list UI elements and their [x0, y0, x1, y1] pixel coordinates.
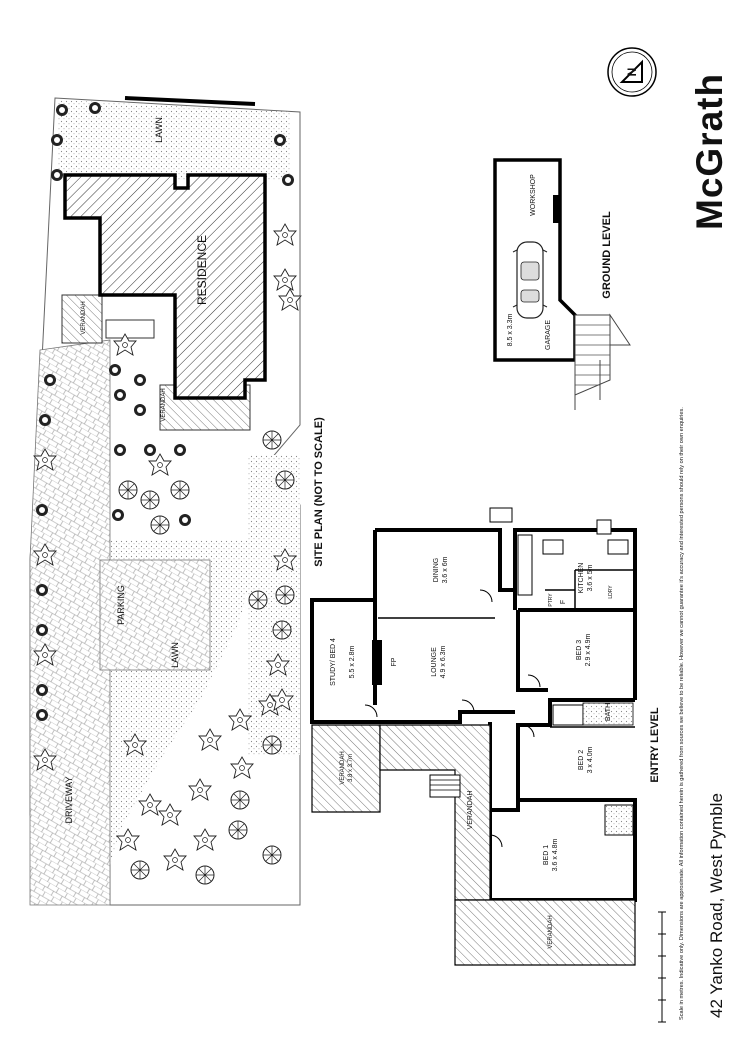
bed1-dims: 3.6 x 4.8m	[552, 838, 559, 871]
site-residence-label: RESIDENCE	[195, 235, 209, 305]
bed2-dims: 3 x 4.0m	[587, 746, 594, 773]
verandah-stair-lines	[430, 779, 460, 791]
wall-lounge-bottom	[380, 710, 515, 724]
fp-label: FP	[391, 657, 398, 666]
wall-study-top	[310, 530, 380, 724]
disclaimer-text: Scale in metres. Indicative only. Dimens…	[679, 407, 685, 1020]
wall-dining	[375, 528, 637, 700]
car-icon	[512, 241, 548, 319]
verandah-bottom	[454, 899, 636, 966]
lounge-label: LOUNGE	[431, 647, 438, 677]
residence-footprint	[63, 173, 267, 400]
door-swing-study	[364, 704, 378, 718]
study-dims: 5.5 x 2.8m	[349, 645, 356, 678]
door-swing-bed3	[527, 674, 541, 688]
sink	[607, 539, 629, 555]
site-verandah-b-label: VERANDAH	[161, 388, 167, 421]
brand-logo: McGrath	[689, 73, 730, 230]
verandah-site-a	[61, 294, 103, 344]
wall-bed3	[516, 608, 635, 692]
entry-level-plan: DINING 3.6 x 6m KITCHEN 3.6 x 5m STUDY/ …	[310, 507, 661, 966]
site-plan: RESIDENCE LAWN LAWN PARKING DRIVEWAY VER…	[29, 96, 325, 906]
scale-bar-ticks	[658, 911, 666, 1023]
fireplace	[372, 640, 382, 685]
verandah-left-label: VERANDAH	[340, 751, 346, 784]
door-swing-dining	[479, 589, 493, 603]
title-block: Scale in metres. Indicative only. Dimens…	[607, 47, 730, 1023]
site-lawn-mid-label: LAWN	[170, 642, 180, 668]
bed1-label: BED 1	[543, 845, 550, 865]
wall-inner-kitchen-ldry	[545, 569, 635, 610]
stove	[542, 539, 564, 555]
fridge-label: F	[560, 600, 567, 604]
site-fence-top	[124, 96, 256, 106]
site-parking-label: PARKING	[116, 585, 126, 625]
ground-level-plan: WORKSHOP GARAGE 8.5 x 3.3m GROUND LEVEL	[493, 158, 631, 410]
bathtub	[552, 704, 584, 726]
bed2-label: BED 2	[578, 750, 585, 770]
kitchen-dims: 3.6 x 5m	[587, 564, 594, 591]
site-plan-title: SITE PLAN (NOT TO SCALE)	[313, 417, 325, 567]
door-threshold-top	[489, 507, 513, 523]
study-label: STUDY/ BED 4	[330, 638, 337, 686]
lounge-dims: 4.9 x 6.3m	[440, 645, 447, 678]
bath-tiles	[582, 702, 634, 726]
dining-dims: 3.6 x 6m	[442, 556, 449, 583]
compass-letter: N	[625, 68, 639, 77]
address-title: 42 Yanko Road, West Pymble	[707, 793, 726, 1018]
bed3-label: BED 3	[576, 640, 583, 660]
site-driveway-label: DRIVEWAY	[64, 776, 74, 823]
window-kitchen	[596, 519, 612, 535]
dining-label: DINING	[433, 558, 440, 583]
kitchen-bench	[517, 534, 533, 596]
pantry-label: PTRY	[548, 593, 554, 607]
garage-label: GARAGE	[545, 320, 552, 350]
garage-dims: 8.5 x 3.3m	[507, 313, 514, 346]
residence-entry-stair	[105, 319, 155, 339]
laundry-label: LDRY	[608, 585, 614, 599]
workshop-label: WORKSHOP	[530, 174, 537, 216]
site-lawn-top-label: LAWN	[154, 117, 164, 143]
verandah-left-dims: 3.8 x 3.7m	[348, 754, 354, 782]
verandah-mid-label: VERANDAH	[467, 791, 474, 830]
verandah-stairs	[429, 774, 461, 798]
bath-label: BATH	[605, 703, 612, 721]
verandah-left	[311, 724, 381, 813]
site-verandah-a-label: VERANDAH	[81, 301, 87, 334]
ensuite-shower	[604, 804, 634, 836]
parking-pavers	[99, 559, 211, 671]
bed3-dims: 2.9 x 4.9m	[585, 633, 592, 666]
lawn-top-area	[58, 100, 290, 180]
north-compass-icon: N	[607, 47, 657, 97]
door-swing-bed1	[489, 834, 503, 848]
entry-level-title: ENTRY LEVEL	[649, 707, 661, 782]
kitchen-label: KITCHEN	[578, 563, 585, 594]
verandah-bottom-label: VERANDAH	[548, 915, 554, 948]
ground-stairs	[574, 313, 631, 410]
workbench	[553, 195, 561, 223]
door-swing-bed2	[521, 724, 535, 738]
door-swing-lounge	[461, 699, 475, 713]
ground-level-title: GROUND LEVEL	[601, 211, 613, 299]
